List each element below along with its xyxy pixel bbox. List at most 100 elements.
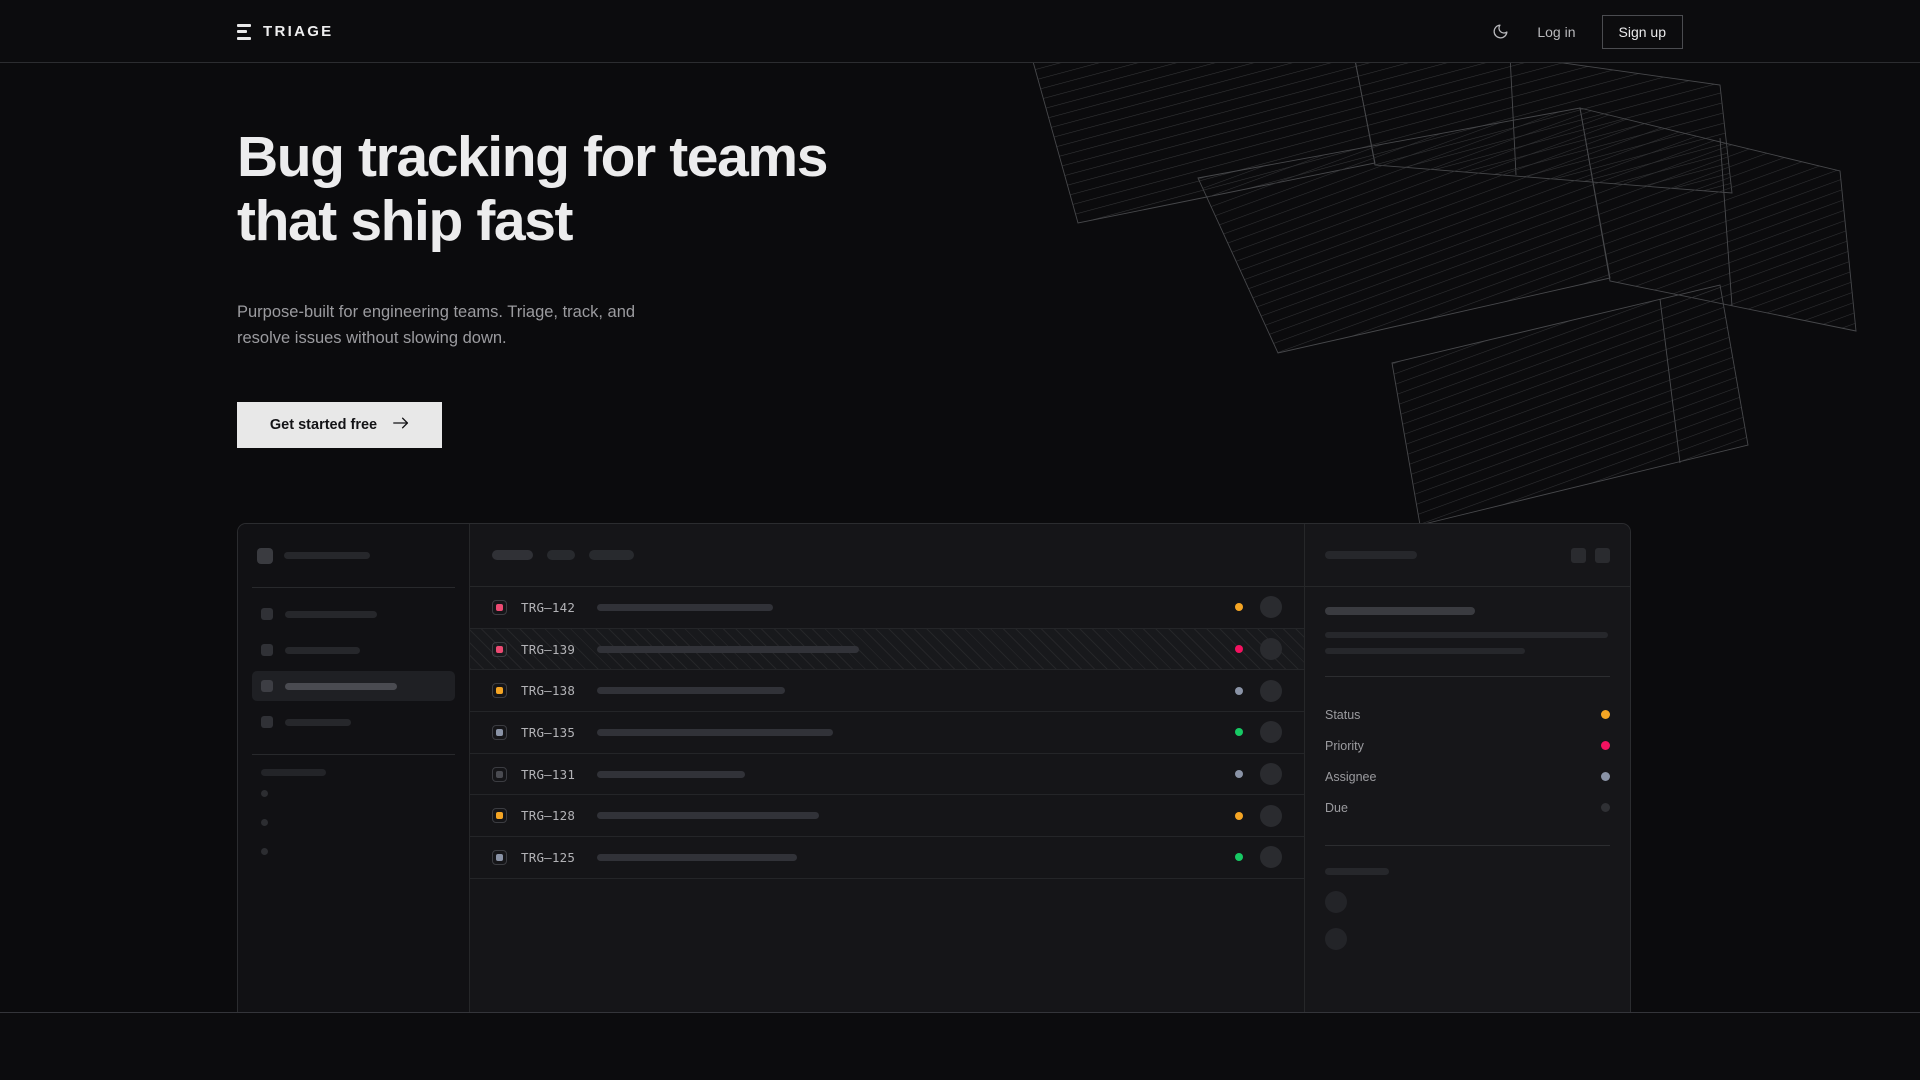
avatar [1325, 891, 1347, 913]
mockup-workspace-switcher[interactable] [252, 524, 455, 587]
avatar [1260, 846, 1282, 869]
nav-actions: Log in Sign up [1489, 0, 1683, 63]
signup-button[interactable]: Sign up [1601, 14, 1683, 49]
meta-row-priority[interactable]: Priority [1325, 730, 1610, 761]
sidebar-item-4[interactable] [252, 707, 455, 737]
meta-label-priority: Priority [1325, 738, 1364, 753]
sidebar-item-icon [261, 680, 273, 692]
status-dot [1235, 728, 1243, 737]
filter-pill-2[interactable] [547, 550, 575, 560]
table-row[interactable]: TRG–138 [470, 670, 1304, 713]
sidebar-item-label-skeleton [285, 718, 351, 726]
sidebar-project-dot[interactable] [261, 819, 268, 826]
severity-badge [492, 766, 507, 782]
severity-badge [492, 808, 507, 824]
status-dot [1235, 770, 1243, 779]
mockup-sidebar-nav [252, 588, 455, 754]
issue-title-skeleton [597, 770, 745, 778]
due-value-dot [1601, 803, 1610, 812]
severity-badge [492, 849, 507, 865]
hero-section: Bug tracking for teams that ship fast Pu… [237, 63, 828, 449]
issue-title-skeleton [597, 853, 797, 861]
sidebar-item-1[interactable] [252, 599, 455, 629]
detail-action-button-2[interactable] [1595, 547, 1610, 563]
footer-area [0, 1013, 1920, 1080]
sidebar-item-label-skeleton [285, 610, 377, 618]
issue-rows: TRG–142 TRG–139 TRG–138 [470, 587, 1304, 879]
status-dot [1235, 811, 1243, 820]
stacked-bars-icon [237, 23, 251, 40]
severity-badge [492, 641, 507, 657]
hero-subheadline: Purpose-built for engineering teams. Tri… [237, 299, 707, 352]
mockup-sidebar [238, 524, 470, 1013]
table-row[interactable]: TRG–139 [470, 628, 1304, 671]
table-row[interactable]: TRG–125 [470, 837, 1304, 879]
sidebar-project-dot[interactable] [261, 848, 268, 855]
issue-list-toolbar [470, 524, 1304, 587]
severity-badge [492, 683, 507, 699]
issue-title-skeleton [597, 812, 819, 820]
avatar [1325, 928, 1347, 950]
meta-row-status[interactable]: Status [1325, 699, 1610, 730]
detail-action-button-1[interactable] [1571, 547, 1586, 563]
moon-icon[interactable] [1489, 21, 1511, 43]
detail-divider-1 [1325, 676, 1610, 677]
status-dot [1235, 603, 1243, 612]
avatar [1260, 804, 1282, 827]
filter-pill-3[interactable] [589, 550, 634, 560]
comment-avatars [1325, 891, 1610, 950]
detail-panel-header [1305, 524, 1630, 587]
issue-title-skeleton [597, 645, 859, 653]
get-started-button[interactable]: Get started free [237, 402, 442, 449]
status-value-dot [1601, 710, 1610, 719]
hero-subheadline-line1: Purpose-built for engineering teams. Tri… [237, 302, 636, 321]
issue-id: TRG–138 [521, 683, 576, 699]
detail-header-title-skeleton [1325, 551, 1417, 559]
meta-label-status: Status [1325, 707, 1361, 722]
issue-title-skeleton [597, 728, 833, 736]
sidebar-item-label-skeleton [285, 682, 397, 690]
avatar [1260, 679, 1282, 702]
issue-id: TRG–142 [521, 599, 576, 615]
login-link[interactable]: Log in [1537, 23, 1576, 40]
hero-headline-line1: Bug tracking for teams [237, 125, 828, 189]
mockup-issue-list: TRG–142 TRG–139 TRG–138 [470, 524, 1305, 1013]
assignee-value-dot [1601, 772, 1610, 781]
issue-title-skeleton [597, 603, 773, 611]
hero-subheadline-line2: resolve issues without slowing down. [237, 329, 507, 348]
table-row[interactable]: TRG–128 [470, 795, 1304, 838]
top-navigation-bar: TRIAGE Log in Sign up [0, 0, 1920, 63]
workspace-avatar [257, 547, 273, 564]
severity-badge [492, 724, 507, 740]
table-row[interactable]: TRG–131 [470, 754, 1304, 796]
mockup-detail-panel: Status Priority Assignee Due [1305, 524, 1630, 1013]
sidebar-section-heading [252, 755, 455, 776]
workspace-name-skeleton [284, 552, 370, 559]
issue-id: TRG–128 [521, 808, 576, 824]
table-row[interactable]: TRG–135 [470, 712, 1304, 754]
brand-logo[interactable]: TRIAGE [237, 0, 333, 63]
meta-row-assignee[interactable]: Assignee [1325, 761, 1610, 792]
sidebar-divider-bottom [252, 754, 455, 755]
sidebar-item-3-active[interactable] [252, 671, 455, 701]
filter-pill-1[interactable] [492, 550, 533, 560]
detail-body-line-1 [1325, 632, 1608, 638]
sidebar-item-2[interactable] [252, 635, 455, 665]
status-dot [1235, 853, 1243, 862]
sidebar-section-label-skeleton [261, 769, 326, 776]
table-row[interactable]: TRG–142 [470, 587, 1304, 629]
arrow-right-icon [393, 416, 409, 434]
issue-id: TRG–135 [521, 724, 576, 740]
status-dot [1235, 686, 1243, 695]
footer-divider [0, 1012, 1920, 1013]
get-started-label: Get started free [269, 417, 378, 434]
product-screenshot-mockup: TRG–142 TRG–139 TRG–138 [237, 523, 1631, 1013]
meta-row-due[interactable]: Due [1325, 792, 1610, 823]
avatar [1260, 596, 1282, 619]
issue-id: TRG–139 [521, 641, 576, 657]
decorative-hatched-panels [1020, 63, 1920, 533]
detail-title-skeleton [1325, 607, 1475, 615]
sidebar-item-icon [261, 608, 273, 620]
hero-headline-line2: that ship fast [237, 188, 573, 253]
sidebar-project-dot[interactable] [261, 790, 268, 797]
